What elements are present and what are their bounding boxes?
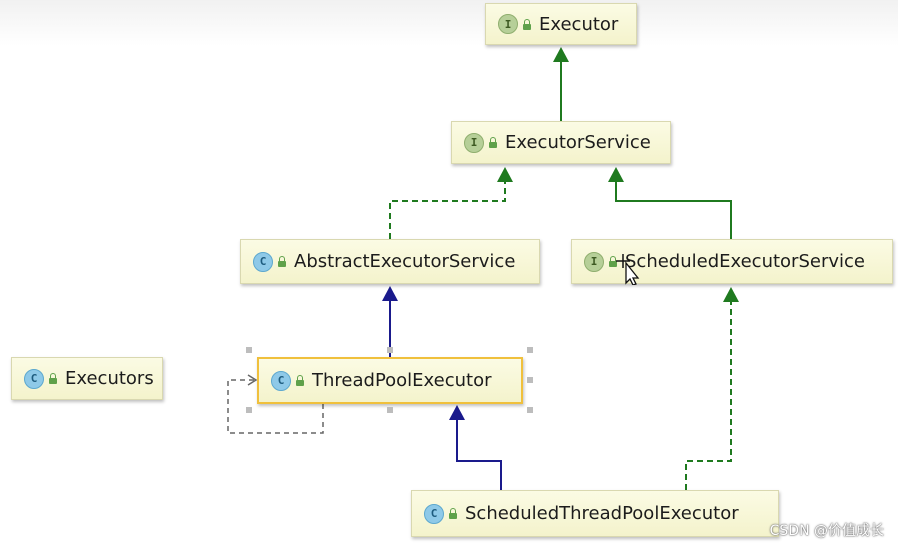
resize-handle-top-left[interactable] bbox=[246, 347, 252, 353]
node-threadpoolexecutor[interactable]: C ThreadPoolExecutor bbox=[257, 357, 523, 404]
node-label: ScheduledExecutorService bbox=[625, 251, 865, 272]
public-access-icon bbox=[523, 18, 531, 30]
public-access-icon bbox=[278, 256, 286, 267]
node-executor[interactable]: I Executor bbox=[485, 3, 637, 45]
edge-executorservice-to-executor bbox=[553, 47, 569, 121]
class-icon: C bbox=[253, 251, 273, 272]
watermark: CSDN @价值成长 bbox=[769, 523, 884, 539]
public-access-icon bbox=[609, 256, 617, 267]
public-access-icon bbox=[296, 375, 304, 386]
edge-scheduledthreadpoolexecutor-to-threadpoolexecutor bbox=[449, 405, 502, 490]
edge-scheduledexecutorservice-to-executorservice bbox=[608, 167, 732, 239]
resize-handle-top-right[interactable] bbox=[527, 347, 533, 353]
canvas-top-shade bbox=[0, 0, 898, 46]
class-icon: C bbox=[424, 503, 444, 524]
resize-handle-bottom-left[interactable] bbox=[246, 407, 252, 413]
node-abstractexecutorservice[interactable]: C AbstractExecutorService bbox=[240, 239, 540, 284]
node-executors[interactable]: C Executors bbox=[11, 357, 163, 400]
class-icon: C bbox=[24, 368, 44, 389]
resize-handle-top[interactable] bbox=[387, 347, 393, 353]
interface-icon: I bbox=[498, 14, 518, 34]
node-executorservice[interactable]: I ExecutorService bbox=[451, 121, 671, 164]
edge-abstractexecutorservice-to-executorservice bbox=[389, 167, 513, 239]
edge-scheduledthreadpoolexecutor-to-scheduledexecutorservice bbox=[685, 287, 739, 490]
node-label: ScheduledThreadPoolExecutor bbox=[465, 503, 739, 524]
mouse-pointer-icon bbox=[616, 254, 640, 285]
public-access-icon bbox=[489, 137, 497, 148]
node-label: Executors bbox=[65, 368, 154, 389]
resize-handle-bottom-right[interactable] bbox=[527, 407, 533, 413]
resize-handle-bottom[interactable] bbox=[387, 407, 393, 413]
node-label: AbstractExecutorService bbox=[294, 251, 516, 272]
node-label: Executor bbox=[539, 13, 619, 35]
public-access-icon bbox=[49, 373, 57, 384]
class-icon: C bbox=[271, 370, 291, 391]
node-label: ThreadPoolExecutor bbox=[312, 370, 492, 391]
public-access-icon bbox=[449, 508, 457, 519]
edge-threadpoolexecutor-self-dependency bbox=[227, 374, 324, 434]
node-label: ExecutorService bbox=[505, 132, 651, 153]
node-scheduledthreadpoolexecutor[interactable]: C ScheduledThreadPoolExecutor bbox=[411, 490, 779, 537]
resize-handle-right[interactable] bbox=[527, 377, 533, 383]
interface-icon: I bbox=[464, 132, 484, 153]
interface-icon: I bbox=[584, 251, 604, 272]
